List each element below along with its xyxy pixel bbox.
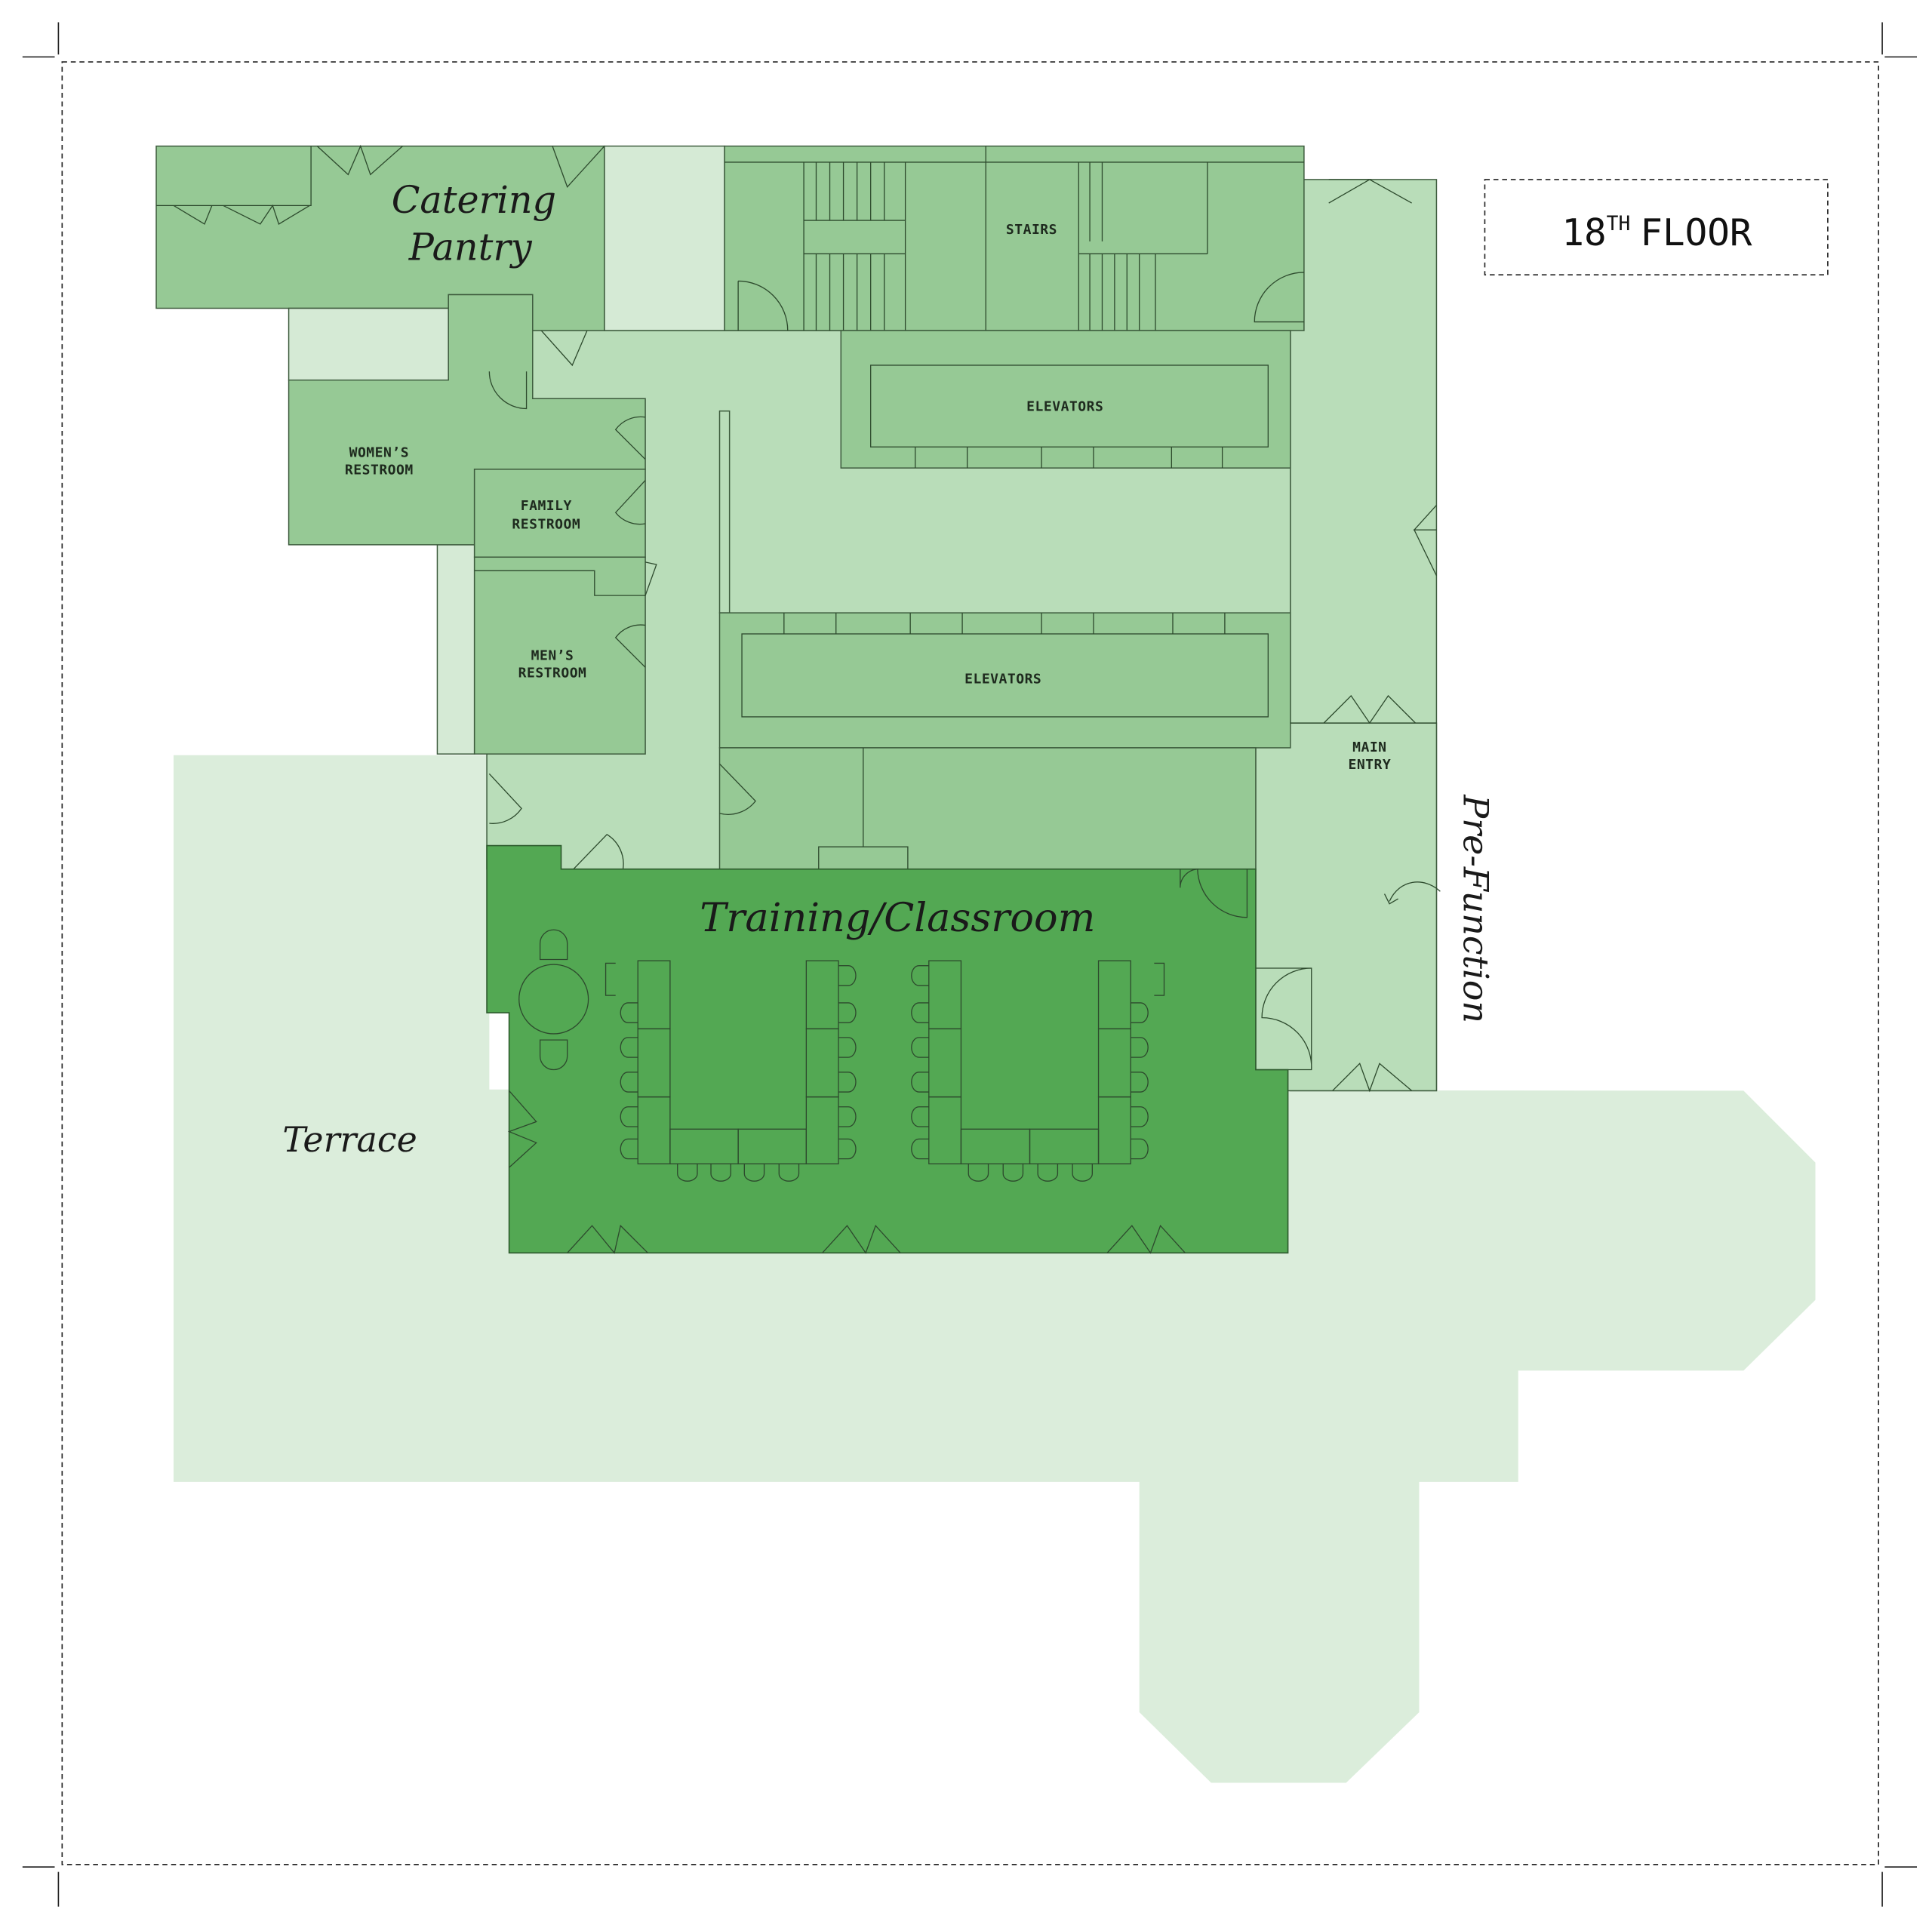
mens-restroom bbox=[473, 556, 657, 755]
chair bbox=[1131, 1072, 1149, 1093]
chair bbox=[620, 1072, 638, 1093]
chair bbox=[911, 1138, 929, 1160]
chair bbox=[838, 1138, 857, 1160]
chair bbox=[838, 1037, 857, 1058]
pre-function-label: Pre-Function bbox=[1456, 794, 1497, 1023]
chair bbox=[911, 1106, 929, 1127]
chair bbox=[1131, 1138, 1149, 1160]
elevators-lower-label: ELEVATORS bbox=[964, 672, 1041, 687]
catering-pantry bbox=[155, 144, 605, 331]
chair bbox=[620, 1138, 638, 1160]
chair bbox=[710, 1164, 731, 1182]
page-frame bbox=[22, 22, 1918, 1907]
stairs-block bbox=[724, 145, 1305, 331]
pale-strip bbox=[436, 544, 475, 755]
chair bbox=[677, 1164, 698, 1182]
chair bbox=[778, 1164, 800, 1182]
chair bbox=[1002, 1164, 1024, 1182]
arrow-icon bbox=[1383, 881, 1441, 905]
training-label: Training/Classroom bbox=[700, 895, 1095, 941]
catering-label: Catering Pantry bbox=[392, 178, 568, 269]
chair bbox=[1131, 1106, 1149, 1127]
partition-wall bbox=[718, 410, 731, 614]
chair bbox=[620, 1106, 638, 1127]
terrace-area bbox=[173, 755, 1816, 1783]
chair bbox=[911, 1072, 929, 1093]
elevator-lobby-upper bbox=[840, 330, 1291, 469]
chair bbox=[620, 1037, 638, 1058]
table bbox=[1029, 1128, 1100, 1164]
u-tables bbox=[605, 960, 1165, 1182]
chair-placeholder bbox=[605, 962, 1165, 996]
chair bbox=[911, 1002, 929, 1023]
back-room bbox=[718, 747, 1257, 870]
chair bbox=[838, 1072, 857, 1093]
chair bbox=[620, 1002, 638, 1023]
chair bbox=[1072, 1164, 1094, 1182]
chair bbox=[968, 1164, 989, 1182]
elevator-lobby-lower bbox=[718, 612, 1291, 749]
womens-restroom bbox=[288, 294, 646, 546]
pale-area bbox=[288, 307, 449, 381]
elevators-upper-label: ELEVATORS bbox=[1026, 399, 1103, 415]
chair bbox=[911, 1037, 929, 1058]
stairs-label: STAIRS bbox=[1006, 222, 1057, 238]
chair bbox=[743, 1164, 765, 1182]
chair bbox=[838, 1002, 857, 1023]
chair bbox=[1131, 1002, 1149, 1023]
round-table bbox=[518, 964, 589, 1035]
service-corridor bbox=[604, 145, 725, 331]
chair bbox=[838, 1106, 857, 1127]
chair bbox=[539, 1039, 568, 1071]
chair bbox=[1131, 1037, 1149, 1058]
chair bbox=[1037, 1164, 1059, 1182]
chair bbox=[911, 965, 929, 986]
chair bbox=[539, 929, 568, 961]
terrace-label: Terrace bbox=[282, 1119, 417, 1160]
table bbox=[737, 1128, 808, 1164]
chair bbox=[838, 965, 857, 986]
entry-doors bbox=[488, 179, 1438, 1093]
training-classroom bbox=[486, 844, 1289, 1254]
